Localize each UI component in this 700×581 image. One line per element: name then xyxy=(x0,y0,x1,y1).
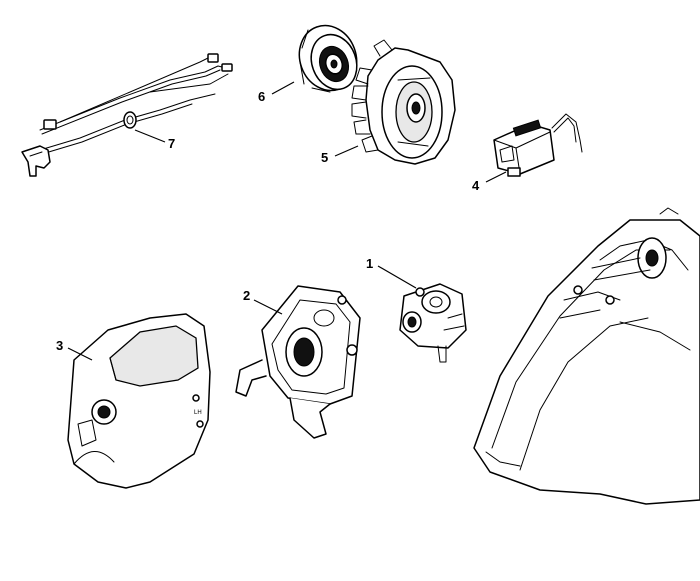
clutch-drum-part xyxy=(298,24,358,93)
shroud-part: LH xyxy=(67,313,211,489)
callout-5: 5 xyxy=(321,150,328,165)
ignition-module-part xyxy=(493,113,583,177)
leader-line-4 xyxy=(485,171,507,183)
leader-line-6 xyxy=(271,81,295,95)
callout-2: 2 xyxy=(243,288,250,303)
callout-7: 7 xyxy=(168,136,175,151)
shroud-marking: LH xyxy=(194,410,202,416)
callout-1: 1 xyxy=(366,256,373,271)
callout-4: 4 xyxy=(472,178,480,193)
callout-6: 6 xyxy=(258,89,265,104)
leader-line-7 xyxy=(134,129,166,143)
leader-line-3 xyxy=(67,347,93,361)
carburetor-box-part xyxy=(235,285,361,439)
wiring-harness-part xyxy=(21,53,233,177)
flywheel-part xyxy=(351,39,456,165)
leader-line-2 xyxy=(253,299,283,315)
engine-housing-part xyxy=(473,207,700,505)
carburetor-part xyxy=(399,283,467,363)
callout-3: 3 xyxy=(56,338,63,353)
leader-line-5 xyxy=(334,145,359,157)
leader-line-1 xyxy=(377,265,417,289)
